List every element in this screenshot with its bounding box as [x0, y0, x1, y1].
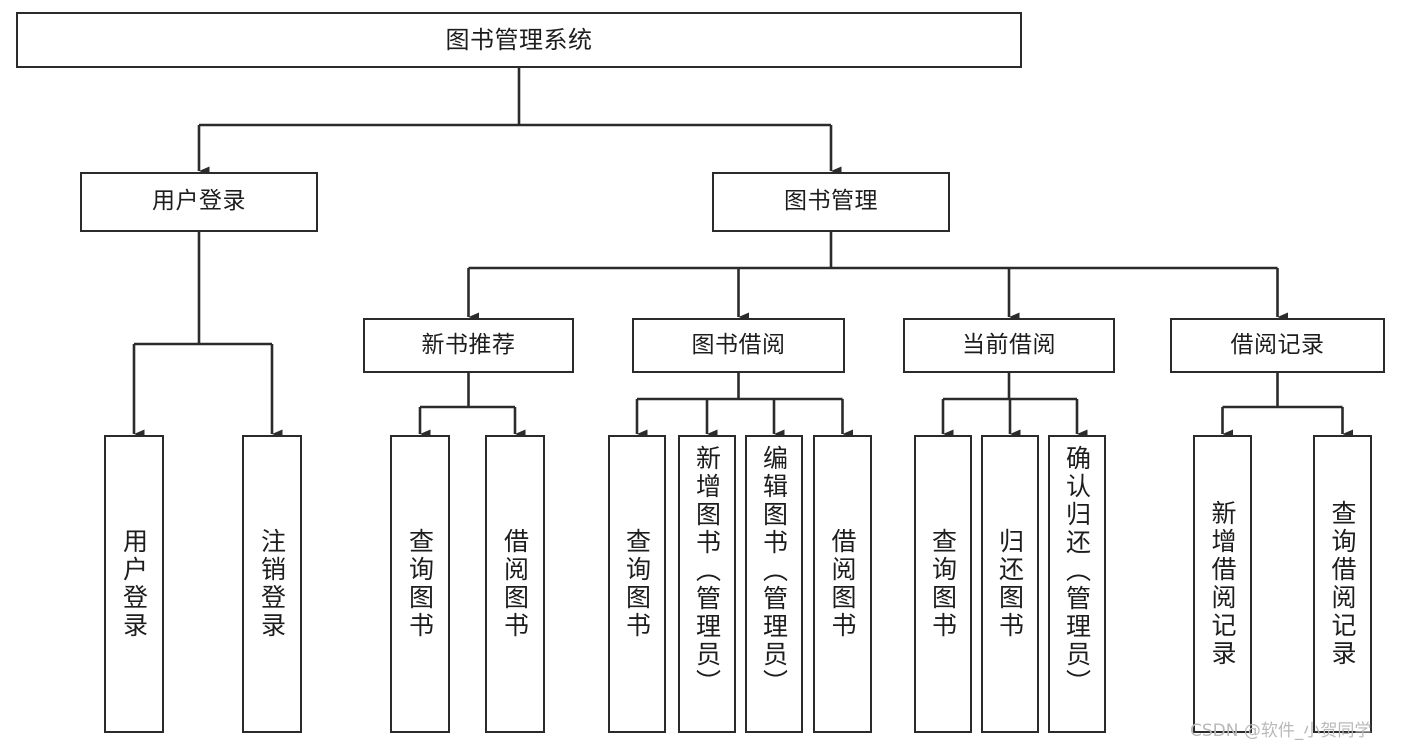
node-label: 图书借阅	[691, 331, 786, 358]
node-current-borrow[interactable]: 当前借阅	[903, 318, 1115, 373]
leaf-confirm-return-admin[interactable]: 确认归还（管理员）	[1048, 435, 1106, 733]
csdn-watermark: CSDN @软件_小贺同学	[1190, 721, 1372, 741]
node-label: 新书推荐	[421, 331, 516, 358]
node-new-book-recommend[interactable]: 新书推荐	[363, 318, 574, 373]
node-label: 借阅图书	[500, 528, 530, 640]
node-label: 借阅图书	[828, 528, 857, 640]
node-label: 查询图书	[622, 528, 652, 640]
node-label: 查询借阅记录	[1328, 500, 1357, 668]
node-label: 归还图书	[995, 528, 1025, 640]
leaf-user-login[interactable]: 用户登录	[104, 435, 164, 733]
node-label: 借阅记录	[1230, 331, 1325, 358]
node-label: 新增借阅记录	[1208, 500, 1237, 668]
node-book-management[interactable]: 图书管理	[712, 172, 950, 232]
node-book-borrow[interactable]: 图书借阅	[632, 318, 845, 373]
node-user-login[interactable]: 用户登录	[80, 172, 318, 232]
leaf-add-book-admin[interactable]: 新增图书（管理员）	[678, 435, 736, 733]
node-label: 确认归还（管理员）	[1062, 445, 1092, 697]
leaf-query-book-borrow[interactable]: 查询图书	[608, 435, 666, 733]
leaf-query-book-current[interactable]: 查询图书	[914, 435, 972, 733]
leaf-logout-login[interactable]: 注销登录	[242, 435, 302, 733]
node-label: 注销登录	[257, 528, 287, 640]
node-label: 用户登录	[152, 188, 246, 215]
node-label: 图书管理	[784, 188, 878, 215]
node-label: 用户登录	[119, 528, 149, 640]
node-borrow-record[interactable]: 借阅记录	[1170, 318, 1385, 373]
leaf-query-book-recommend[interactable]: 查询图书	[390, 435, 450, 733]
node-root-book-management-system[interactable]: 图书管理系统	[16, 12, 1022, 68]
leaf-query-borrow-record[interactable]: 查询借阅记录	[1313, 435, 1372, 733]
node-label: 编辑图书（管理员）	[759, 445, 789, 697]
leaf-borrow-book[interactable]: 借阅图书	[813, 435, 872, 733]
node-label: 当前借阅	[962, 331, 1056, 358]
node-label: 新增图书（管理员）	[692, 445, 722, 697]
leaf-edit-book-admin[interactable]: 编辑图书（管理员）	[745, 435, 803, 733]
node-label: 图书管理系统	[445, 25, 593, 54]
node-label: 查询图书	[405, 528, 435, 640]
node-label: 查询图书	[928, 528, 958, 640]
leaf-borrow-book-recommend[interactable]: 借阅图书	[485, 435, 545, 733]
edge-group	[132, 68, 1353, 439]
leaf-return-book[interactable]: 归还图书	[981, 435, 1039, 733]
leaf-add-borrow-record[interactable]: 新增借阅记录	[1193, 435, 1252, 733]
